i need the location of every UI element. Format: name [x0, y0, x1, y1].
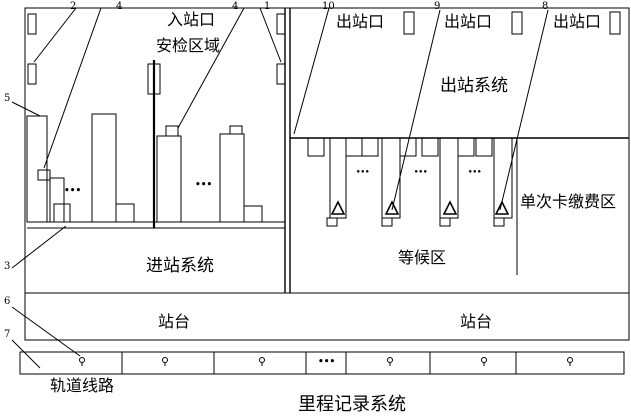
- ref-number-7: 7: [4, 330, 10, 340]
- gate-base: [494, 218, 504, 226]
- ref-number-10: 10: [322, 2, 335, 12]
- gate-marker: [277, 14, 285, 34]
- gate-base: [382, 218, 392, 226]
- security-area-label: 安检区域: [156, 38, 220, 54]
- warning-triangles: [332, 202, 508, 214]
- exit-gate: [440, 138, 458, 218]
- entry-system-label: 进站系统: [146, 258, 214, 275]
- ellipsis: •••: [468, 168, 481, 175]
- exit-gate: [382, 138, 400, 218]
- machine-cap: [230, 126, 242, 134]
- security-machine: [27, 116, 47, 222]
- exit-gate: [458, 138, 474, 156]
- machine-block: [116, 204, 134, 222]
- exit-gate: [346, 138, 362, 156]
- machine-cap: [166, 126, 178, 136]
- ref-number-2: 2: [70, 2, 76, 12]
- exit-gate: [308, 138, 324, 156]
- turnstile: [92, 114, 116, 222]
- exit-label-2: 出站口: [444, 14, 492, 30]
- exit-gate: [476, 138, 492, 156]
- turnstile: [220, 134, 244, 222]
- ellipsis: •••: [356, 168, 369, 175]
- machine-block: [50, 178, 64, 222]
- entrance-label: 入站口: [167, 12, 215, 28]
- exit-door: [512, 12, 522, 34]
- ref-number-1: 1: [264, 2, 270, 12]
- platform-label-right: 站台: [460, 314, 492, 330]
- ref-number-9: 9: [434, 2, 440, 12]
- ref-number-3: 3: [4, 262, 10, 272]
- exit-gate: [494, 138, 512, 218]
- ref-number-4: 4: [116, 2, 122, 12]
- ellipsis: •••: [318, 358, 335, 367]
- ellipsis: •••: [64, 187, 81, 196]
- gate-marker: [277, 64, 285, 84]
- exit-door: [404, 12, 414, 34]
- ref-number-4: 4: [232, 2, 238, 12]
- mileage-system-label: 里程记录系统: [298, 396, 406, 414]
- exit-system-label: 出站系统: [440, 78, 508, 95]
- machine-block: [54, 204, 70, 222]
- machine-cap: [38, 170, 50, 180]
- turnstile: [157, 136, 181, 222]
- exit-gate: [400, 138, 416, 156]
- machine-block: [244, 206, 262, 222]
- ellipsis: •••: [195, 181, 212, 190]
- track-line-label: 轨道线路: [50, 378, 114, 394]
- gate-base: [327, 218, 337, 226]
- exit-gate: [330, 138, 346, 218]
- ref-number-5: 5: [4, 94, 10, 104]
- ref-number-6: 6: [4, 297, 10, 307]
- exit-gate: [422, 138, 438, 156]
- gate-marker: [28, 14, 36, 34]
- ref-number-8: 8: [542, 2, 548, 12]
- single-card-pay-area-label: 单次卡缴费区: [520, 194, 616, 210]
- exit-label-3: 出站口: [553, 14, 601, 30]
- exit-door: [610, 12, 620, 34]
- gate-marker: [28, 64, 36, 84]
- exit-gate: [362, 138, 378, 156]
- exit-label-1: 出站口: [336, 14, 384, 30]
- platform-label-left: 站台: [158, 314, 190, 330]
- ellipsis: •••: [414, 168, 427, 175]
- waiting-area-label: 等候区: [398, 250, 446, 266]
- gate-base: [440, 218, 450, 226]
